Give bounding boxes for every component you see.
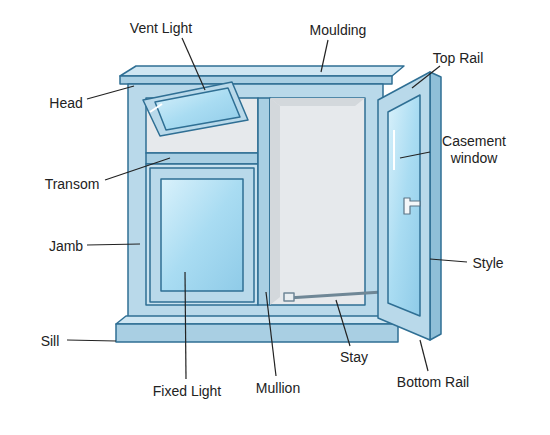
leader-line xyxy=(420,340,428,371)
leader-line xyxy=(266,292,276,376)
part-label: Mullion xyxy=(256,380,300,397)
leader-line xyxy=(105,158,170,180)
casement-glass xyxy=(388,95,420,316)
part-label: Transom xyxy=(45,176,100,193)
mullion-bar xyxy=(258,98,270,305)
fixed-glass xyxy=(161,179,243,291)
vent-glass xyxy=(155,88,240,130)
part-label: Style xyxy=(472,255,503,272)
leader-line xyxy=(67,340,116,341)
stay-arm xyxy=(288,292,382,298)
leader-line xyxy=(185,272,186,379)
vent-sash xyxy=(143,82,248,136)
transom-bar xyxy=(146,153,258,164)
sill-front xyxy=(116,324,398,342)
window-frame xyxy=(128,84,383,322)
part-label: Vent Light xyxy=(130,20,192,37)
leader-line xyxy=(182,38,205,90)
part-label: Bottom Rail xyxy=(397,374,469,391)
part-label: Casement window xyxy=(433,133,515,167)
part-label: Head xyxy=(49,95,82,112)
stay-pin xyxy=(284,293,294,301)
casement-handle xyxy=(404,198,420,214)
fixed-sash xyxy=(150,168,254,302)
part-label: Fixed Light xyxy=(153,383,221,400)
moulding-top xyxy=(120,66,404,76)
leader-line xyxy=(87,86,134,99)
fixed-opening xyxy=(146,164,258,305)
casement-edge xyxy=(430,72,441,340)
sill-top xyxy=(116,316,402,324)
leader-line xyxy=(321,40,328,72)
leader-line xyxy=(336,300,350,346)
part-label: Top Rail xyxy=(433,50,484,67)
casement-sash xyxy=(378,72,430,340)
leader-lines xyxy=(67,38,467,379)
leader-line xyxy=(87,244,140,245)
part-label: Sill xyxy=(41,333,60,350)
part-label: Jamb xyxy=(49,238,83,255)
leader-line xyxy=(412,66,440,88)
leader-line xyxy=(430,259,467,262)
moulding-front xyxy=(120,76,392,84)
part-label: Stay xyxy=(340,349,368,366)
casement-opening xyxy=(270,98,365,305)
leader-line xyxy=(400,152,430,158)
part-label: Moulding xyxy=(310,22,367,39)
